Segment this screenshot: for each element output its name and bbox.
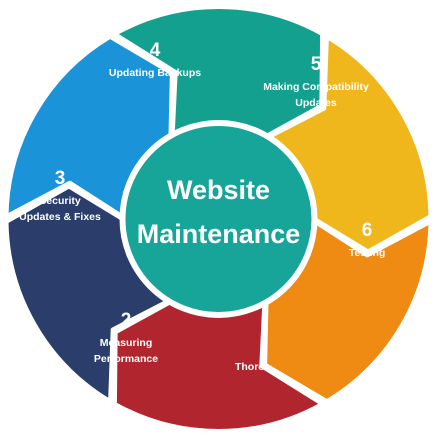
step-2-number: 2 [121, 310, 132, 331]
step-2-label-line-1: Measuring [100, 337, 153, 349]
center-circle [119, 120, 318, 318]
step-2-label-line-2: Performance [94, 353, 158, 365]
step-4-label-line-1: Updating Backups [109, 67, 201, 79]
center-title-line2: Maintenance [137, 219, 301, 249]
cycle-segments: 1Thorough Review2MeasuringPerformance3Se… [4, 4, 433, 434]
step-5-label-line-2: Updates [295, 97, 337, 109]
center-title-line1: Website [167, 175, 270, 205]
step-3-label-line-2: Updates & Fixes [19, 211, 101, 223]
step-5-number: 5 [311, 54, 322, 75]
step-6-number: 6 [362, 220, 373, 241]
step-5-label-line-1: Making Compatibility [263, 81, 369, 93]
step-3-label-line-1: Security [39, 195, 81, 207]
center-hub: Website Maintenance [119, 120, 318, 318]
step-3-number: 3 [55, 168, 66, 189]
step-4-number: 4 [150, 40, 161, 61]
step-6-label-line-1: Testing [349, 247, 386, 259]
